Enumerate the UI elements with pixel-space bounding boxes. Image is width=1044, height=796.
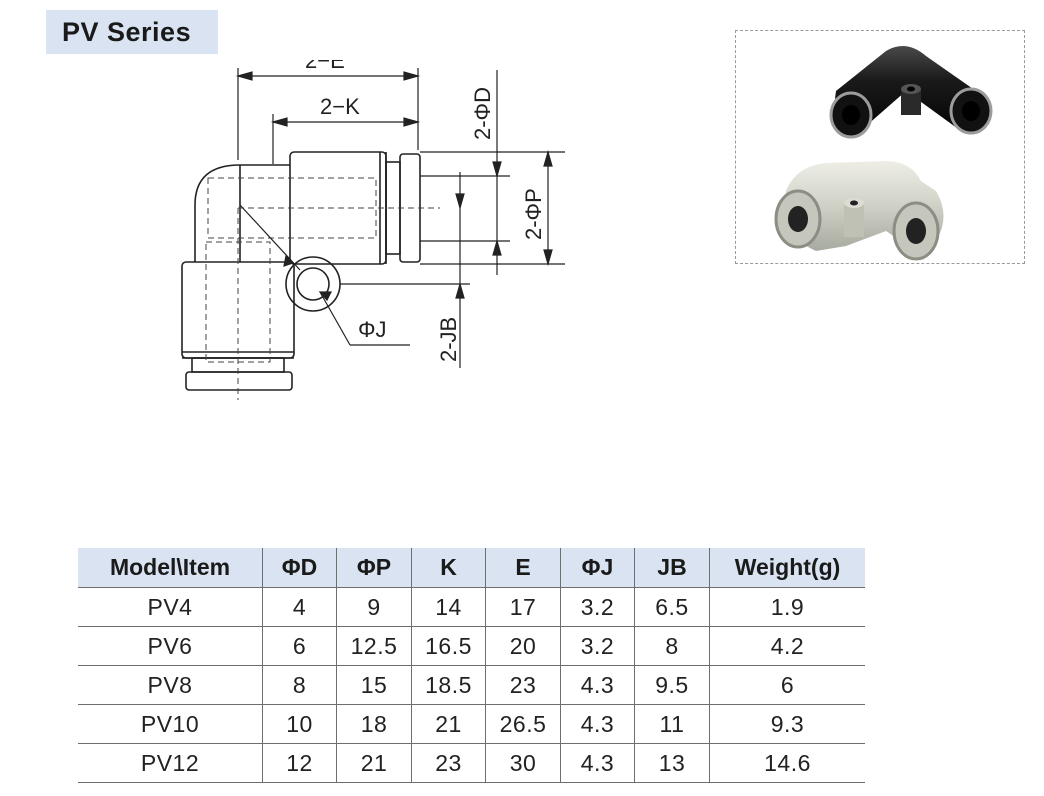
spec-table: Model\Item ΦD ΦP K E ΦJ JB Weight(g) PV4… — [78, 548, 865, 783]
cell-e: 26.5 — [485, 704, 561, 744]
cell-d: 4 — [262, 587, 337, 627]
cell-weight: 14.6 — [709, 743, 865, 783]
cell-d: 10 — [262, 704, 337, 744]
dim-label-d: 2-ΦD — [470, 87, 495, 140]
grey-elbow-fitting — [774, 161, 944, 261]
col-header-e: E — [485, 548, 561, 588]
table-row: PV4 4 9 14 17 3.2 6.5 1.9 — [78, 587, 865, 627]
cell-jb: 11 — [634, 704, 710, 744]
table-row: PV10 10 18 21 26.5 4.3 11 9.3 — [78, 704, 865, 744]
cell-d: 6 — [262, 626, 337, 666]
col-header-jb: JB — [634, 548, 710, 588]
dim-label-jb: 2-JB — [436, 317, 461, 362]
table-row: PV12 12 21 23 30 4.3 13 14.6 — [78, 743, 865, 783]
dim-label-j: ΦJ — [358, 317, 387, 342]
col-header-model: Model\Item — [78, 548, 263, 588]
cell-p: 15 — [336, 665, 412, 705]
cell-k: 16.5 — [411, 626, 486, 666]
cell-model: PV6 — [78, 626, 263, 666]
cell-jb: 9.5 — [634, 665, 710, 705]
cell-model: PV4 — [78, 587, 263, 627]
col-header-j: ΦJ — [560, 548, 635, 588]
cell-weight: 4.2 — [709, 626, 865, 666]
cell-j: 4.3 — [560, 704, 635, 744]
cell-k: 18.5 — [411, 665, 486, 705]
cell-j: 3.2 — [560, 626, 635, 666]
col-header-weight: Weight(g) — [709, 548, 865, 588]
cell-p: 9 — [336, 587, 412, 627]
cell-k: 21 — [411, 704, 486, 744]
cell-model: PV10 — [78, 704, 263, 744]
table-header-row: Model\Item ΦD ΦP K E ΦJ JB Weight(g) — [78, 548, 865, 588]
col-header-k: K — [411, 548, 486, 588]
cell-model: PV8 — [78, 665, 263, 705]
cell-j: 4.3 — [560, 743, 635, 783]
cell-jb: 8 — [634, 626, 710, 666]
cell-weight: 6 — [709, 665, 865, 705]
cell-j: 4.3 — [560, 665, 635, 705]
dim-label-k: 2−K — [320, 94, 360, 119]
table-row: PV6 6 12.5 16.5 20 3.2 8 4.2 — [78, 626, 865, 666]
cell-e: 17 — [485, 587, 561, 627]
table-row: PV8 8 15 18.5 23 4.3 9.5 6 — [78, 665, 865, 705]
product-photo — [735, 30, 1025, 264]
cell-e: 30 — [485, 743, 561, 783]
cell-weight: 9.3 — [709, 704, 865, 744]
series-title: PV Series — [46, 10, 218, 54]
cell-jb: 6.5 — [634, 587, 710, 627]
dim-label-e: 2−E — [305, 60, 345, 73]
cell-j: 3.2 — [560, 587, 635, 627]
cell-d: 12 — [262, 743, 337, 783]
black-elbow-fitting — [829, 46, 993, 139]
dim-label-p: 2-ΦP — [521, 188, 546, 240]
cell-p: 18 — [336, 704, 412, 744]
cell-p: 21 — [336, 743, 412, 783]
cell-jb: 13 — [634, 743, 710, 783]
col-header-p: ΦP — [336, 548, 412, 588]
cell-e: 20 — [485, 626, 561, 666]
cell-e: 23 — [485, 665, 561, 705]
cell-p: 12.5 — [336, 626, 412, 666]
cell-model: PV12 — [78, 743, 263, 783]
cell-d: 8 — [262, 665, 337, 705]
col-header-d: ΦD — [262, 548, 337, 588]
cell-weight: 1.9 — [709, 587, 865, 627]
technical-drawing: 2−E 2−K 2-ΦD 2-ΦP 2-JB ΦJ — [181, 60, 565, 400]
cell-k: 14 — [411, 587, 486, 627]
cell-k: 23 — [411, 743, 486, 783]
